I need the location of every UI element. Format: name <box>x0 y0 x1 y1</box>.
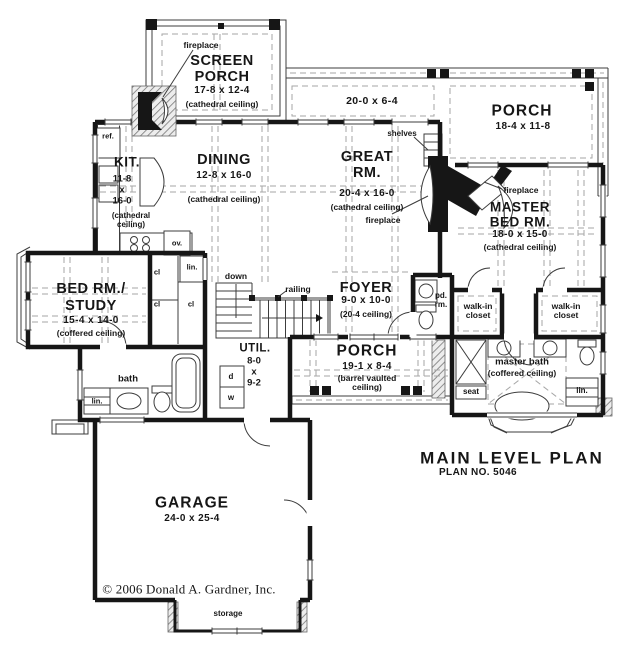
front-porch-ceiling-1: (barrel vaulted <box>337 372 397 383</box>
dining-name: DINING <box>197 151 251 168</box>
bath-fixtures <box>83 353 201 415</box>
walk-in-closet-right-1: walk-in <box>551 300 581 311</box>
ceiling-dashed-lines <box>32 33 598 405</box>
plan-number: PLAN NO. 5046 <box>438 467 518 478</box>
utility-dims-2: x <box>251 366 257 378</box>
porch-posts <box>146 19 594 395</box>
garage-name: GARAGE <box>154 494 230 512</box>
kitchen-dims-3: 16-0 <box>112 195 132 207</box>
dryer-label: d <box>228 372 234 381</box>
railing-label: railing <box>285 283 311 294</box>
great-room-name-2: RM. <box>352 164 382 181</box>
front-porch-ceiling-2: ceiling) <box>352 381 382 392</box>
plan-title: MAIN LEVEL PLAN <box>420 448 604 468</box>
stairs-down-label: down <box>224 270 248 281</box>
foyer-ceiling: (20-4 ceiling) <box>340 308 392 319</box>
bedroom-study-dims: 15-4 x 14-0 <box>63 315 119 326</box>
fireplaces <box>131 49 514 232</box>
powder-room-fixtures <box>414 279 438 330</box>
refrigerator-label: ref. <box>102 131 114 141</box>
screen-porch-dims: 17-8 x 12-4 <box>194 85 250 96</box>
powder-room-label-1: pd. <box>435 291 447 300</box>
utility-dims-3: 9-2 <box>247 377 261 389</box>
oven-label: ov. <box>171 238 183 248</box>
rear-porch-dims: 20-0 x 6-4 <box>346 94 398 107</box>
utility-name: UTIL. <box>239 342 271 355</box>
kitchen-name: KIT. <box>113 154 141 170</box>
master-bedroom-name-1: MASTER <box>490 199 550 215</box>
walk-in-closet-left-1: walk-in <box>463 300 493 311</box>
kitchen-ceiling-2: ceiling) <box>116 220 146 229</box>
kitchen-dims-1: 11-8 <box>112 173 132 185</box>
linen-bath-label: lin. <box>91 396 103 406</box>
storage-label: storage <box>213 609 243 618</box>
kitchen-ceiling-1: (cathedral <box>111 211 151 220</box>
dining-dims: 12-8 x 16-0 <box>196 170 252 181</box>
fireplace-screen-porch-label: fireplace <box>183 39 219 50</box>
screen-porch-name-1: SCREEN <box>190 52 254 69</box>
great-room-name-1: GREAT <box>340 148 394 165</box>
fireplace-great-room-label: fireplace <box>365 214 401 225</box>
master-bedroom-dims: 18-0 x 15-0 <box>492 229 548 240</box>
screen-porch-name-2: PORCH <box>194 68 250 85</box>
closet-3-label: cl <box>187 299 195 309</box>
linen-kitchen-label: lin. <box>186 262 198 272</box>
bath-label: bath <box>117 373 139 385</box>
master-bath-label-1: master bath <box>495 356 549 368</box>
stairs <box>215 282 333 339</box>
front-porch-name: PORCH <box>336 342 398 360</box>
seat-label: seat <box>462 387 480 396</box>
bedroom-study-ceiling: (coffered ceiling) <box>56 327 126 338</box>
side-porch-dims: 18-4 x 11-8 <box>495 121 551 132</box>
walk-in-closet-right-2: closet <box>553 309 579 320</box>
master-bath-fixtures <box>455 338 599 421</box>
fireplace-master-label: fireplace <box>503 184 539 195</box>
door-swings <box>99 267 566 527</box>
master-bath-label-2: (coffered ceiling) <box>487 367 557 378</box>
kitchen-island <box>139 157 165 207</box>
closet-1-label: cl <box>153 267 161 277</box>
shelves-label: shelves <box>387 129 417 138</box>
washer-label: w <box>227 393 235 402</box>
windows-layer <box>24 118 607 635</box>
walk-in-closet-left-2: closet <box>465 309 491 320</box>
bedroom-study-name-1: BED RM./ <box>56 280 126 297</box>
great-room-ceiling: (cathedral ceiling) <box>330 201 404 212</box>
master-bedroom-name-2: BED RM. <box>489 214 551 230</box>
washer-box <box>219 386 245 409</box>
linen-master-label: lin. <box>576 386 588 395</box>
side-porch-name: PORCH <box>491 102 553 120</box>
kitchen-dims-2: x <box>119 184 125 196</box>
master-bedroom-ceiling: (cathedral ceiling) <box>483 241 557 252</box>
great-room-fireplace <box>428 156 490 232</box>
copyright-notice: © 2006 Donald A. Gardner, Inc. <box>102 581 276 597</box>
great-room-dims: 20-4 x 16-0 <box>339 188 395 199</box>
front-porch-dims: 19-1 x 8-4 <box>342 361 392 372</box>
dining-ceiling: (cathedral ceiling) <box>187 193 261 204</box>
bedroom-study-name-2: STUDY <box>65 297 117 314</box>
shower-seat <box>455 385 487 400</box>
foyer-dims: 9-0 x 10-0 <box>341 295 391 306</box>
foyer-name: FOYER <box>339 279 393 296</box>
stairs-direction-arrow <box>316 314 323 322</box>
garage-dims: 24-0 x 25-4 <box>164 513 220 524</box>
utility-dims-1: 8-0 <box>247 355 261 367</box>
screen-porch-ceiling: (cathedral ceiling) <box>185 98 259 109</box>
powder-room-label-2: rm. <box>434 300 448 309</box>
closet-2-label: cl <box>153 299 161 309</box>
master-fireplace <box>467 175 507 211</box>
